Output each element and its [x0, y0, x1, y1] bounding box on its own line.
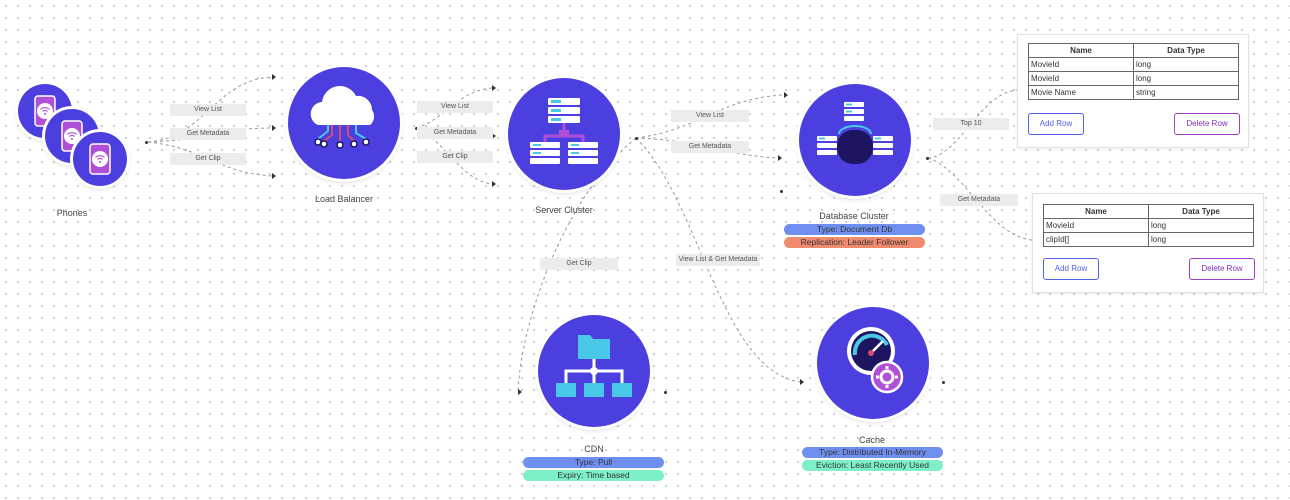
delete-row-button[interactable]: Delete Row — [1189, 258, 1255, 280]
delete-row-button[interactable]: Delete Row — [1174, 113, 1240, 135]
edge-lb-view-list — [415, 87, 493, 129]
table-cell-name[interactable]: Movie Name — [1028, 85, 1134, 100]
table-cell-name[interactable]: MovieId — [1043, 218, 1149, 233]
edge-server-db-get-metadata — [635, 137, 779, 159]
connector-dot — [664, 391, 667, 394]
table-cell-type[interactable]: long — [1133, 57, 1239, 72]
table-cell-name[interactable]: MovieId — [1028, 71, 1134, 86]
cache-eviction-tag: Eviction: Least Recently Used — [802, 460, 943, 471]
edge-label-server-get-clip: Get Clip — [540, 258, 618, 270]
connector-dot — [635, 137, 638, 140]
table-row[interactable]: MovieId long — [1028, 71, 1239, 86]
connector-dot — [942, 381, 945, 384]
edge-label-server-view-list-get-metadata: View List & Get Metadata — [676, 254, 760, 266]
phone-icon — [45, 109, 99, 163]
cdn-type-tag: Type: Pull — [523, 457, 664, 468]
connector-dot — [415, 127, 418, 130]
table-header-row: Name Data Type — [1028, 43, 1239, 58]
edge-label-lb-view-list: View List — [417, 101, 493, 113]
server-cluster-label: Server Cluster — [535, 205, 593, 215]
connector-dot — [780, 190, 783, 193]
table-cell-type[interactable]: long — [1133, 71, 1239, 86]
cdn-label: CDN — [584, 444, 604, 454]
cache-label: Cache — [858, 435, 886, 445]
edge-label-phones-get-clip: Get Clip — [170, 153, 246, 165]
table-row[interactable]: MovieId long — [1043, 218, 1254, 233]
metadata-schema-table[interactable]: Name Data Type MovieId long clipId[] lon… — [1032, 193, 1264, 293]
edge-label-db-top10: Top 10 — [933, 118, 1009, 130]
phones-label: Phones — [56, 208, 88, 218]
edge-label-lb-get-clip: Get Clip — [417, 151, 493, 163]
table-cell-name[interactable]: clipId[] — [1043, 232, 1149, 247]
connector-dot — [145, 141, 148, 144]
edge-server-cache — [635, 137, 801, 383]
table-cell-type[interactable]: long — [1148, 218, 1254, 233]
edge-label-phones-view-list: View List — [170, 104, 246, 116]
table-header-row: Name Data Type — [1043, 204, 1254, 219]
table-cell-type[interactable]: string — [1133, 85, 1239, 100]
edge-label-db-get-metadata: Get Metadata — [940, 194, 1018, 206]
table-cell-type[interactable]: long — [1148, 232, 1254, 247]
column-header-data-type: Data Type — [1133, 43, 1239, 58]
add-row-button[interactable]: Add Row — [1028, 113, 1084, 135]
edge-label-server-view-list: View List — [671, 110, 749, 122]
connector-dot — [926, 157, 929, 160]
top10-schema-table[interactable]: Name Data Type MovieId long MovieId long… — [1017, 34, 1249, 148]
column-header-data-type: Data Type — [1148, 204, 1254, 219]
column-header-name: Name — [1028, 43, 1134, 58]
edge-label-server-get-metadata: Get Metadata — [671, 141, 749, 153]
database-type-tag: Type: Document Db — [784, 224, 925, 235]
edge-phones-view-list — [147, 76, 273, 143]
cdn-expiry-tag: Expiry: Time based — [523, 470, 664, 481]
phone-icon — [73, 132, 127, 186]
load-balancer-label: Load Balancer — [314, 194, 374, 204]
edge-server-db-view-list — [635, 94, 785, 139]
database-cluster-label: Database Cluster — [819, 211, 889, 221]
add-row-button[interactable]: Add Row — [1043, 258, 1099, 280]
table-cell-name[interactable]: MovieId — [1028, 57, 1134, 72]
table-row[interactable]: Movie Name string — [1028, 85, 1239, 100]
cache-type-tag: Type: Distributed In-Memory — [802, 447, 943, 458]
database-icon — [799, 84, 911, 196]
table-row[interactable]: MovieId long — [1028, 57, 1239, 72]
edge-label-phones-get-metadata: Get Metadata — [170, 128, 246, 140]
table-row[interactable]: clipId[] long — [1043, 232, 1254, 247]
column-header-name: Name — [1043, 204, 1149, 219]
database-replication-tag: Replication: Leader Follower — [784, 237, 925, 248]
server-rack-icon — [508, 78, 620, 190]
cloud-network-icon — [288, 67, 400, 179]
speed-gauge-icon — [817, 307, 929, 419]
hierarchy-folder-icon — [538, 315, 650, 427]
edge-label-lb-get-metadata: Get Metadata — [417, 127, 493, 139]
